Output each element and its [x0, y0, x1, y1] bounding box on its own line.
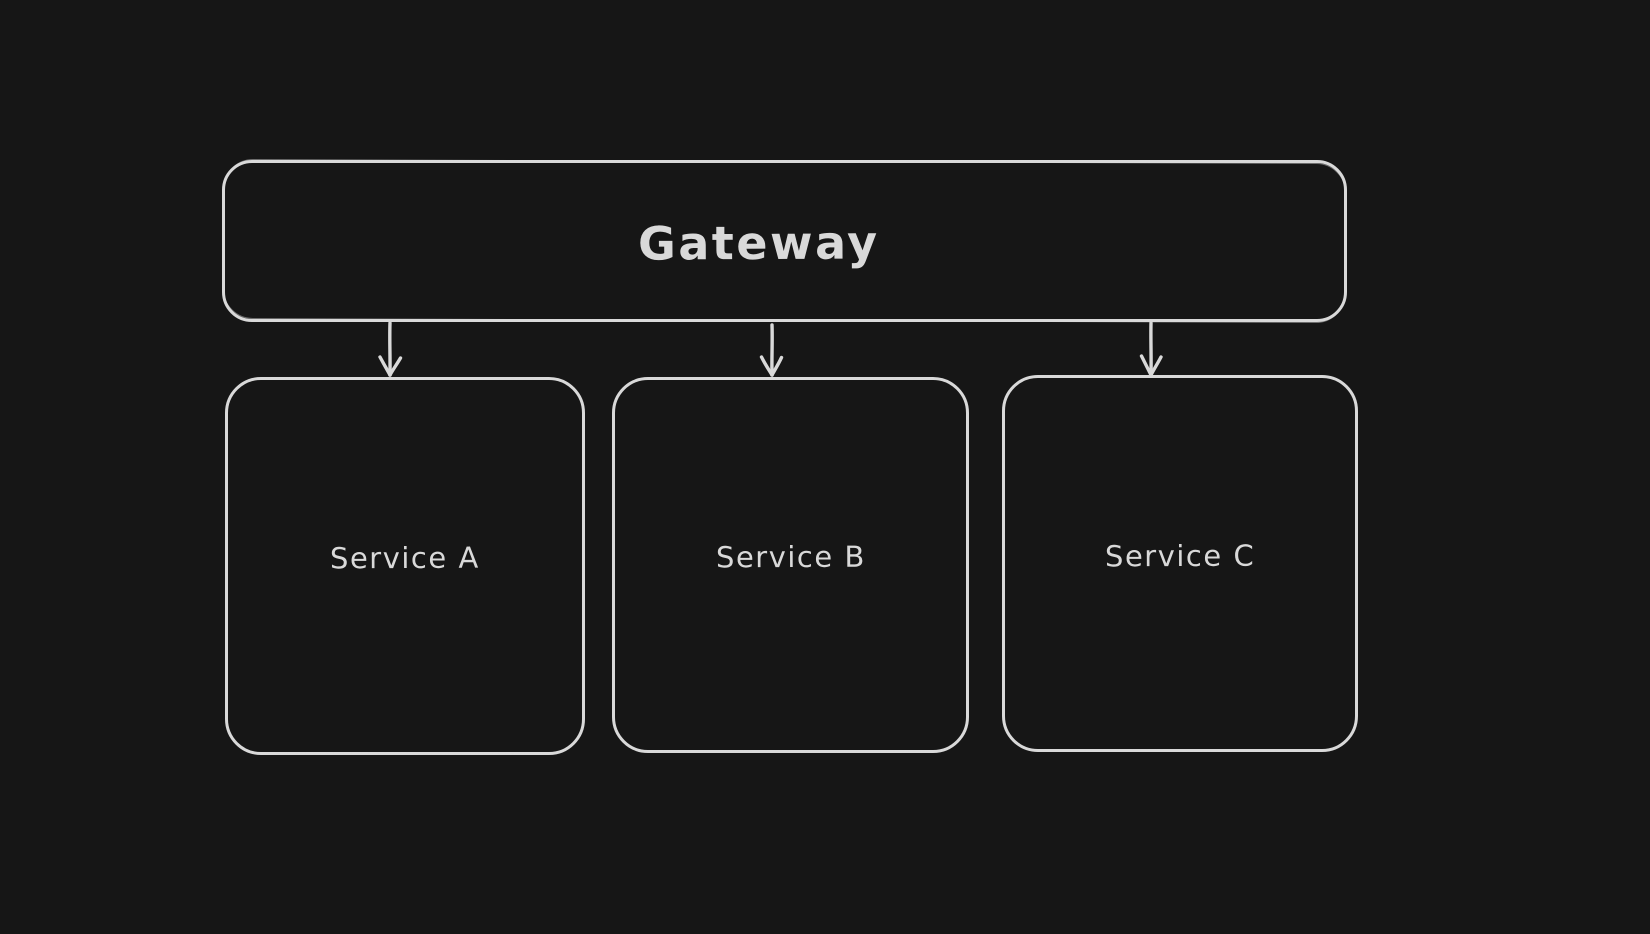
node-service-c-label: Service C: [1104, 538, 1256, 573]
arrow-gateway-to-service-c: [1139, 321, 1163, 377]
node-gateway-label: Gateway: [637, 215, 880, 271]
node-service-a: Service A: [225, 377, 585, 755]
node-service-a-label: Service A: [330, 540, 480, 576]
arrow-gateway-to-service-b: [759, 323, 784, 377]
node-service-c: Service C: [1002, 375, 1358, 752]
node-service-b: Service B: [612, 377, 969, 753]
node-service-b-label: Service B: [715, 539, 866, 575]
arrow-gateway-to-service-a: [378, 321, 403, 377]
node-gateway: Gateway: [222, 160, 1347, 322]
